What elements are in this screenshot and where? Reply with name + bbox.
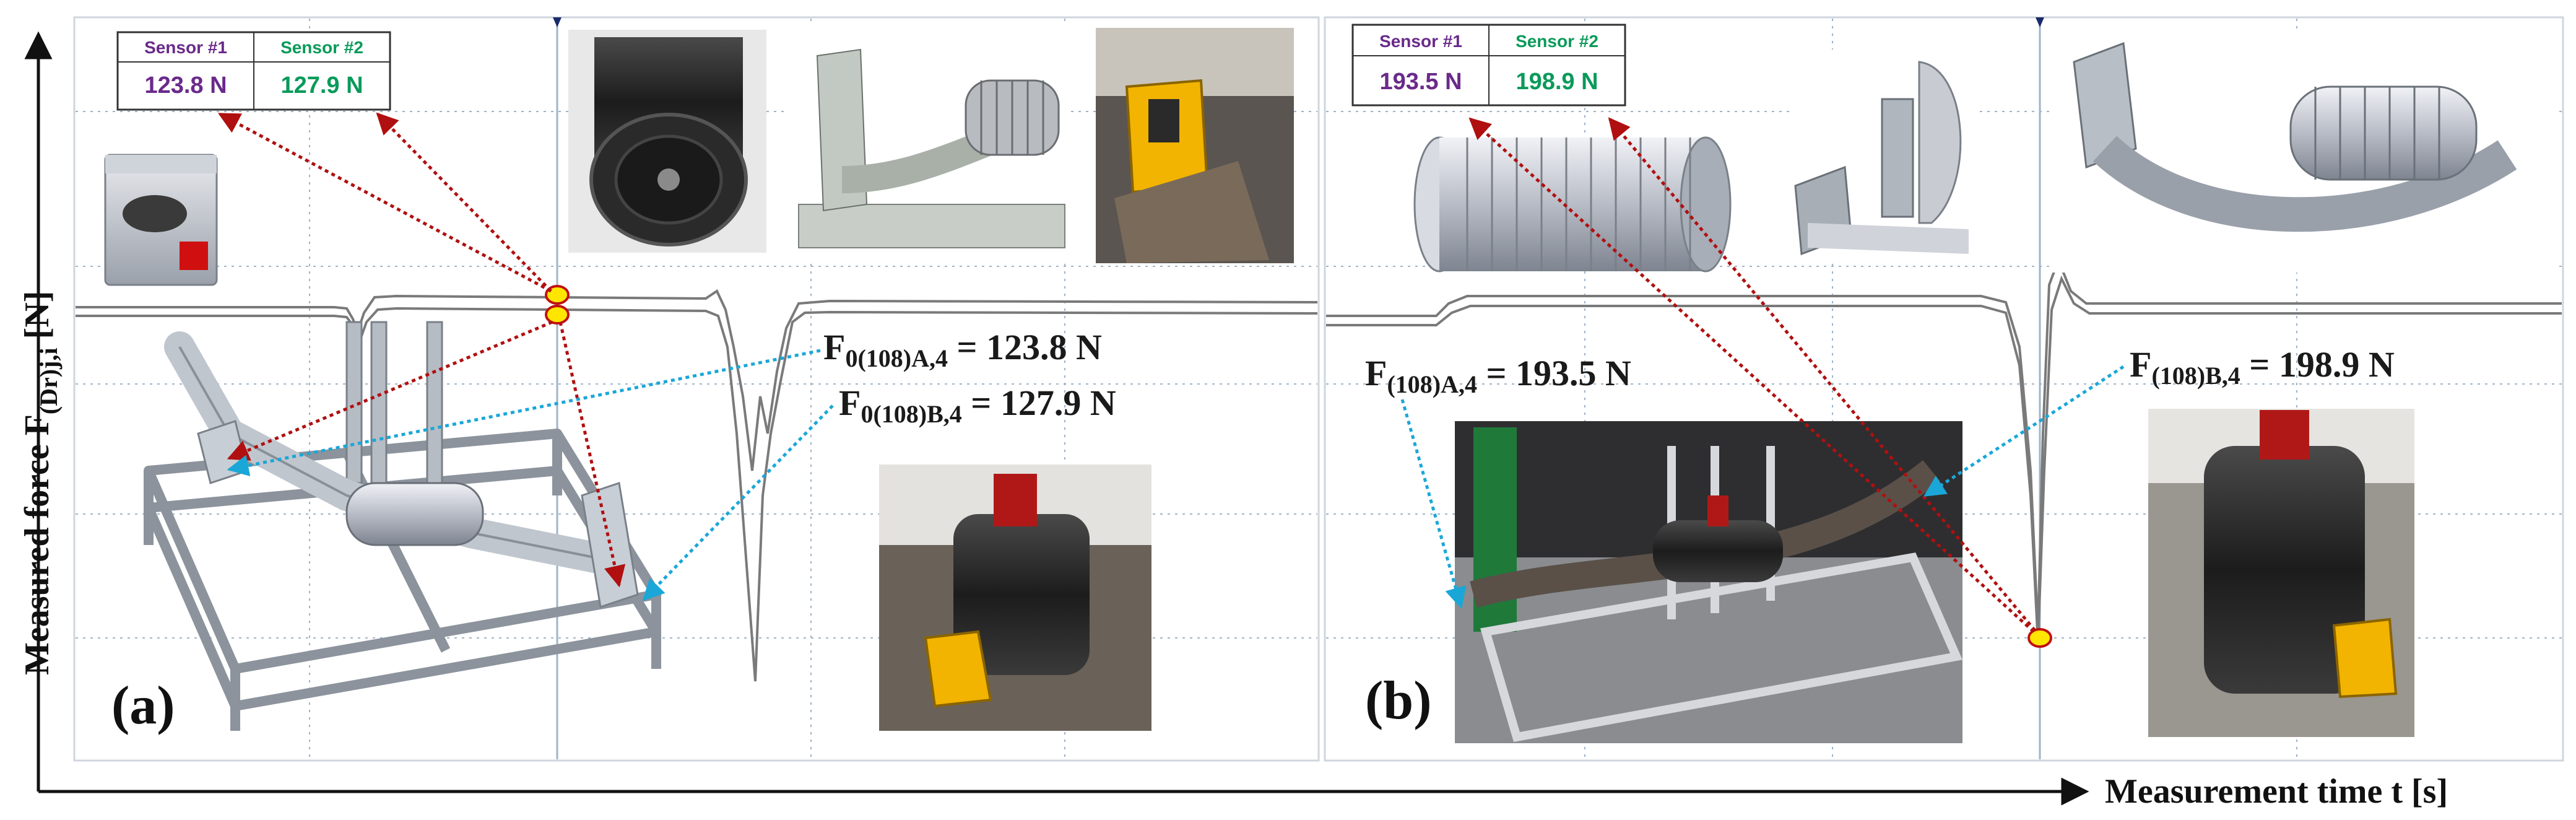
panel-a-cursor-marker — [553, 17, 562, 27]
panel-b-trace-upper — [1326, 256, 2562, 632]
panel-a-marker-lower — [545, 305, 570, 325]
panel-a-red-arrows — [217, 112, 626, 588]
panel-a-annotation-a: F0(108)A,4 = 123.8 N — [823, 327, 1102, 372]
panel-b-sensor1-value: 193.5 N — [1379, 69, 1462, 95]
panel-b-sensor1-header: Sensor #1 — [1379, 32, 1462, 51]
roller-closeup-photo — [2148, 409, 2414, 737]
panel-a-label: (a) — [111, 676, 175, 736]
panel-b: Sensor #1 Sensor #2 193.5 N 198.9 N — [1324, 16, 2564, 762]
panel-a-sensor1-value: 123.8 N — [144, 72, 227, 98]
panel-b-blue-arrows — [1400, 365, 2125, 609]
x-axis-label: Measurement time t [s] — [2105, 772, 2448, 811]
panel-b-cursor-marker — [2036, 17, 2044, 27]
panel-a-sensor1-header: Sensor #1 — [144, 38, 227, 57]
panel-b-red-arrows — [1468, 117, 2036, 633]
test-stand-photo — [1455, 421, 1962, 743]
panel-b-sensor2-value: 198.9 N — [1516, 69, 1598, 95]
panel-a-sensor2-value: 127.9 N — [280, 72, 363, 98]
panel-a-annotation-b: F0(108)B,4 = 127.9 N — [839, 383, 1116, 428]
yellow-bracket-photo — [1096, 28, 1294, 263]
panel-a: Sensor #1 Sensor #2 123.8 N 127.9 N — [73, 16, 1320, 762]
panel-b-label: (b) — [1365, 671, 1432, 731]
panel-b-marker — [2027, 628, 2052, 648]
panel-b-annotation-a: F(108)A,4 = 193.5 N — [1365, 353, 1631, 398]
panel-b-annotation-b: F(108)B,4 = 198.9 N — [2130, 344, 2395, 390]
panel-a-sensor-table: Sensor #1 Sensor #2 123.8 N 127.9 N — [116, 31, 391, 111]
cad-roller-image — [1413, 136, 1732, 273]
panel-a-sensor2-header: Sensor #2 — [280, 38, 363, 57]
roller-holder-photo — [879, 465, 1151, 731]
y-axis-label: Measured force F(Dr)j,i [N] — [18, 291, 63, 675]
panel-b-sensor-table: Sensor #1 Sensor #2 193.5 N 198.9 N — [1351, 24, 1626, 107]
cad-bracket-image — [1789, 50, 1975, 260]
panel-a-blue-arrows — [227, 349, 834, 601]
cad-bent-pipe-image — [786, 25, 1071, 260]
panel-b-sensor2-header: Sensor #2 — [1516, 32, 1598, 51]
panel-b-trace-lower — [1326, 275, 2562, 645]
load-cell-image — [104, 154, 218, 286]
main-axes — [24, 31, 2089, 806]
cad-curved-assembly-image — [2049, 31, 2557, 273]
roller-end-photo — [568, 30, 766, 253]
